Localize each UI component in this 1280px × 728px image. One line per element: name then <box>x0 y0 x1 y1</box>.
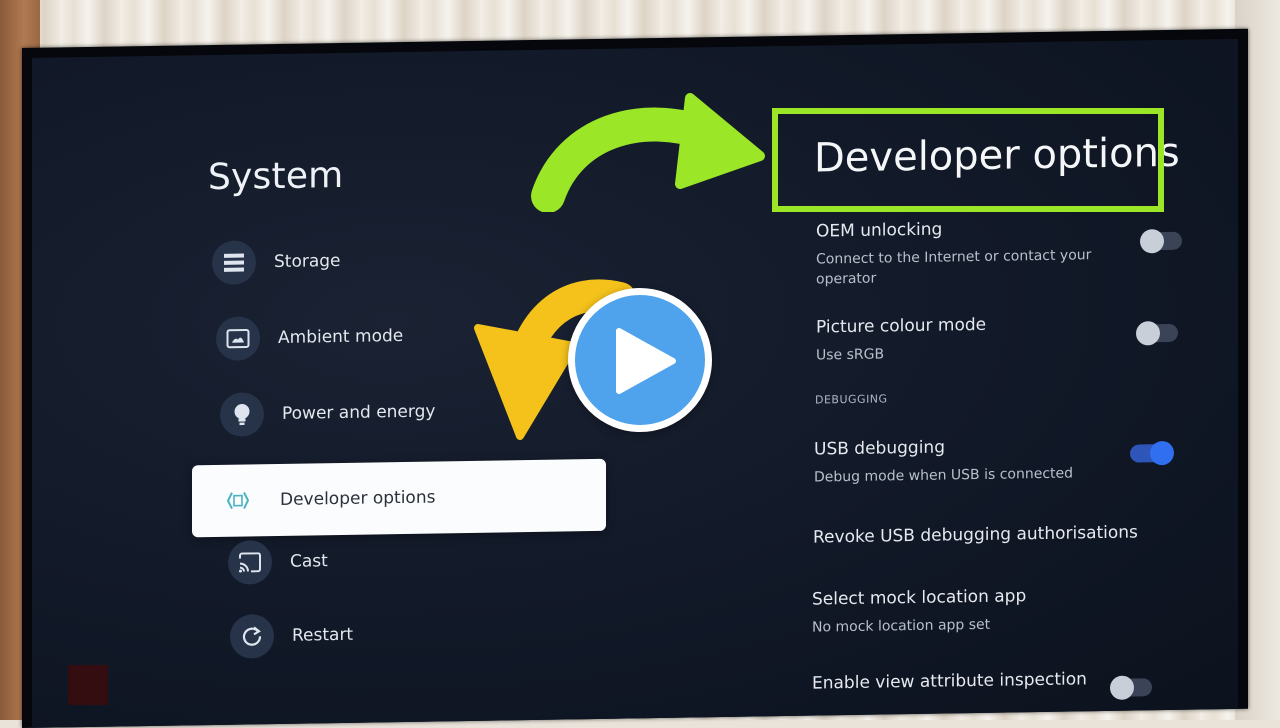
menu-item-label: Storage <box>274 250 341 273</box>
menu-item-power-and-energy[interactable]: Power and energy <box>220 390 435 437</box>
corner-logo <box>68 665 108 705</box>
ambient-icon <box>216 316 260 361</box>
option-title: Enable view attribute inspection <box>812 669 1087 694</box>
option-enable-view-attribute-inspection[interactable]: Enable view attribute inspection <box>812 669 1087 693</box>
play-icon <box>616 328 676 394</box>
bulb-icon <box>220 392 264 437</box>
yellow-arrow-icon <box>474 279 636 440</box>
tv-screen: System Storage Ambient mode Power and en… <box>32 38 1238 728</box>
play-button[interactable] <box>568 288 712 432</box>
option-title: USB debugging <box>814 437 945 460</box>
usb-debugging-toggle[interactable] <box>1130 440 1174 466</box>
section-header-debugging: DEBUGGING <box>815 392 888 407</box>
restart-icon <box>230 614 274 659</box>
option-usb-debugging[interactable]: USB debugging Debug mode when USB is con… <box>814 435 1114 488</box>
option-picture-colour-mode[interactable]: Picture colour mode Use sRGB <box>816 313 1116 366</box>
menu-item-label: Ambient mode <box>278 326 404 348</box>
toggle-knob <box>1136 321 1160 346</box>
menu-item-restart[interactable]: Restart <box>230 613 353 659</box>
option-title: OEM unlocking <box>816 219 943 242</box>
cast-icon <box>228 540 272 585</box>
view-attribute-inspection-toggle[interactable] <box>1110 675 1152 700</box>
tv-frame: System Storage Ambient mode Power and en… <box>22 28 1248 728</box>
option-revoke-usb-debugging[interactable]: Revoke USB debugging authorisations <box>813 522 1138 547</box>
option-subtitle: No mock location app set <box>812 616 991 636</box>
option-subtitle: Debug mode when USB is connected <box>814 465 1074 486</box>
menu-item-label: Restart <box>292 624 354 646</box>
highlight-box <box>772 108 1164 212</box>
option-select-mock-location-app[interactable]: Select mock location app No mock locatio… <box>812 585 1112 638</box>
developer-icon <box>218 478 258 523</box>
toggle-knob <box>1150 440 1174 466</box>
option-subtitle: Connect to the Internet or contact your … <box>816 247 1092 288</box>
oem-unlocking-toggle[interactable] <box>1140 229 1182 254</box>
menu-item-developer-options[interactable]: Developer options <box>192 458 606 538</box>
option-title: Revoke USB debugging authorisations <box>813 522 1138 548</box>
toggle-knob <box>1110 675 1134 700</box>
menu-item-ambient-mode[interactable]: Ambient mode <box>216 314 403 361</box>
page-title: System <box>208 154 344 199</box>
menu-item-label: Cast <box>290 551 328 572</box>
green-arrow-icon <box>531 93 765 212</box>
toggle-knob <box>1140 229 1164 254</box>
option-title: Picture colour mode <box>816 314 987 338</box>
menu-item-cast[interactable]: Cast <box>228 539 328 585</box>
menu-item-storage[interactable]: Storage <box>212 239 341 286</box>
option-oem-unlocking[interactable]: OEM unlocking Connect to the Internet or… <box>816 217 1116 290</box>
picture-colour-mode-toggle[interactable] <box>1136 321 1178 346</box>
menu-item-label: Power and energy <box>282 401 436 424</box>
option-subtitle: Use sRGB <box>816 346 885 364</box>
option-title: Select mock location app <box>812 586 1027 610</box>
storage-icon <box>212 240 256 286</box>
menu-item-label: Developer options <box>280 487 436 510</box>
